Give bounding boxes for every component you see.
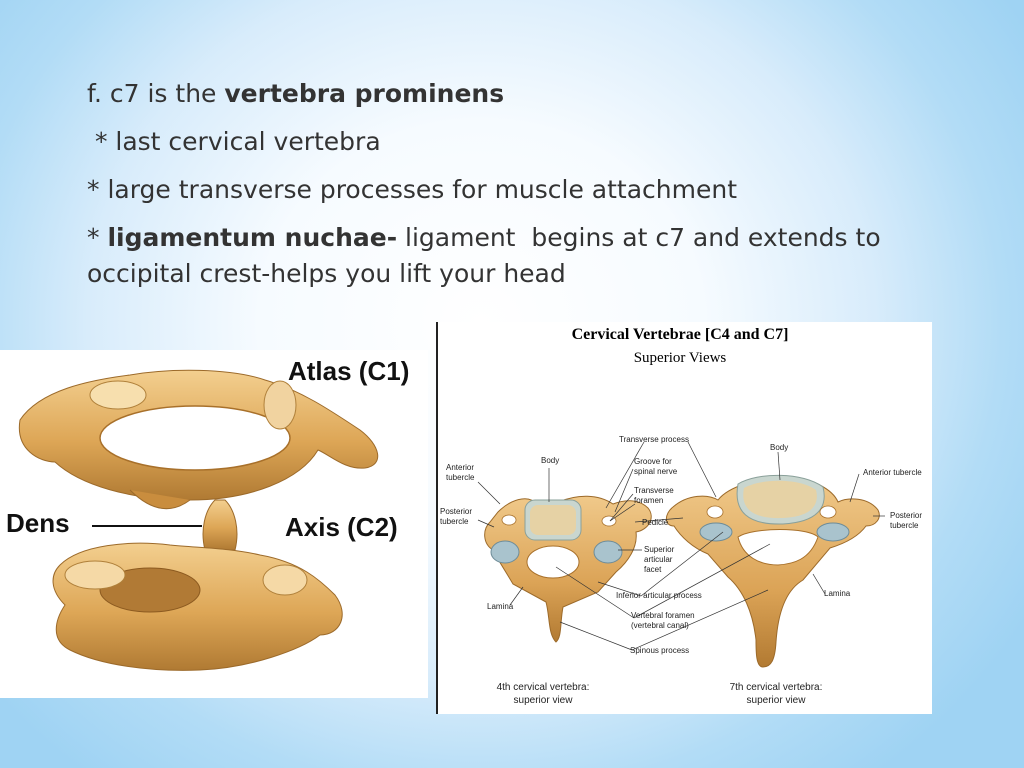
caption-c4-2: superior view (514, 695, 574, 706)
label-posterior-tubercle-left-1: Posterior (440, 507, 472, 516)
bullet-text-block: f. c7 is the vertebra prominens * last c… (87, 76, 967, 304)
atlas-axis-illustration: Atlas (C1) Dens Axis (C2) (6, 356, 409, 671)
figure-title: Cervical Vertebrae [C4 and C7] (572, 326, 789, 343)
bullet-last-cervical: * last cervical vertebra (87, 127, 381, 156)
bullet-transverse: * large transverse processes for muscle … (87, 175, 738, 204)
bullet3-bold: ligamentum nuchae- (107, 223, 398, 252)
axis-bone (52, 499, 343, 671)
heading-line: f. c7 is the vertebra prominens (87, 76, 967, 112)
label-groove-2: spinal nerve (634, 467, 678, 476)
label-spinous-process: Spinous process (630, 646, 689, 655)
label-body-left: Body (541, 456, 559, 465)
label-transverse-foramen-1: Transverse (634, 486, 674, 495)
figure-divider (436, 322, 438, 714)
c4-vertebra (484, 495, 652, 643)
caption-c7-1: 7th cervical vertebra: (730, 682, 823, 693)
label-superior-facet-1: Superior (644, 545, 675, 554)
label-lamina-right: Lamina (824, 589, 851, 598)
c7-vertebra (665, 474, 880, 668)
figure-subtitle: Superior Views (634, 350, 727, 366)
caption-c7-2: superior view (747, 695, 807, 706)
label-vertebral-foramen-2: (vertebral canal) (631, 621, 689, 630)
label-inferior-articular-process: Inferior articular process (616, 591, 702, 600)
bullet3-prefix: * (87, 223, 108, 252)
label-anterior-tubercle-left-1: Anterior (446, 463, 474, 472)
heading-prefix: f. c7 is the (87, 79, 225, 108)
cervical-vertebrae-illustration: Cervical Vertebrae [C4 and C7] Superior … (440, 326, 922, 706)
bullet-ligamentum: * ligamentum nuchae- ligament begins at … (87, 220, 967, 292)
label-anterior-tubercle-right: Anterior tubercle (863, 468, 922, 477)
atlas-bone (18, 369, 379, 510)
label-body-right: Body (770, 443, 788, 452)
label-posterior-tubercle-right-1: Posterior (890, 511, 922, 520)
label-posterior-tubercle-left-2: tubercle (440, 517, 469, 526)
label-superior-facet-3: facet (644, 565, 662, 574)
label-pedicle: Pedicle (642, 518, 669, 527)
atlas-axis-figure: Atlas (C1) Dens Axis (C2) (0, 350, 428, 698)
label-transverse-foramen-2: foramen (634, 496, 663, 505)
label-transverse-process: Transverse process (619, 435, 689, 444)
label-groove-1: Groove for (634, 457, 672, 466)
label-superior-facet-2: articular (644, 555, 673, 564)
caption-c4-1: 4th cervical vertebra: (497, 682, 590, 693)
label-vertebral-foramen-1: Vertebral foramen (631, 611, 695, 620)
heading-bold: vertebra prominens (224, 79, 505, 108)
cervical-vertebrae-figure: Cervical Vertebrae [C4 and C7] Superior … (438, 322, 932, 714)
atlas-label: Atlas (C1) (288, 356, 409, 386)
label-anterior-tubercle-left-2: tubercle (446, 473, 475, 482)
dens-label: Dens (6, 508, 70, 538)
label-posterior-tubercle-right-2: tubercle (890, 521, 919, 530)
bullet3-rest: ligament begins at c7 and extends to occ… (87, 223, 889, 288)
axis-label: Axis (C2) (285, 512, 398, 542)
label-lamina-left: Lamina (487, 602, 514, 611)
leader-lines (477, 441, 885, 651)
